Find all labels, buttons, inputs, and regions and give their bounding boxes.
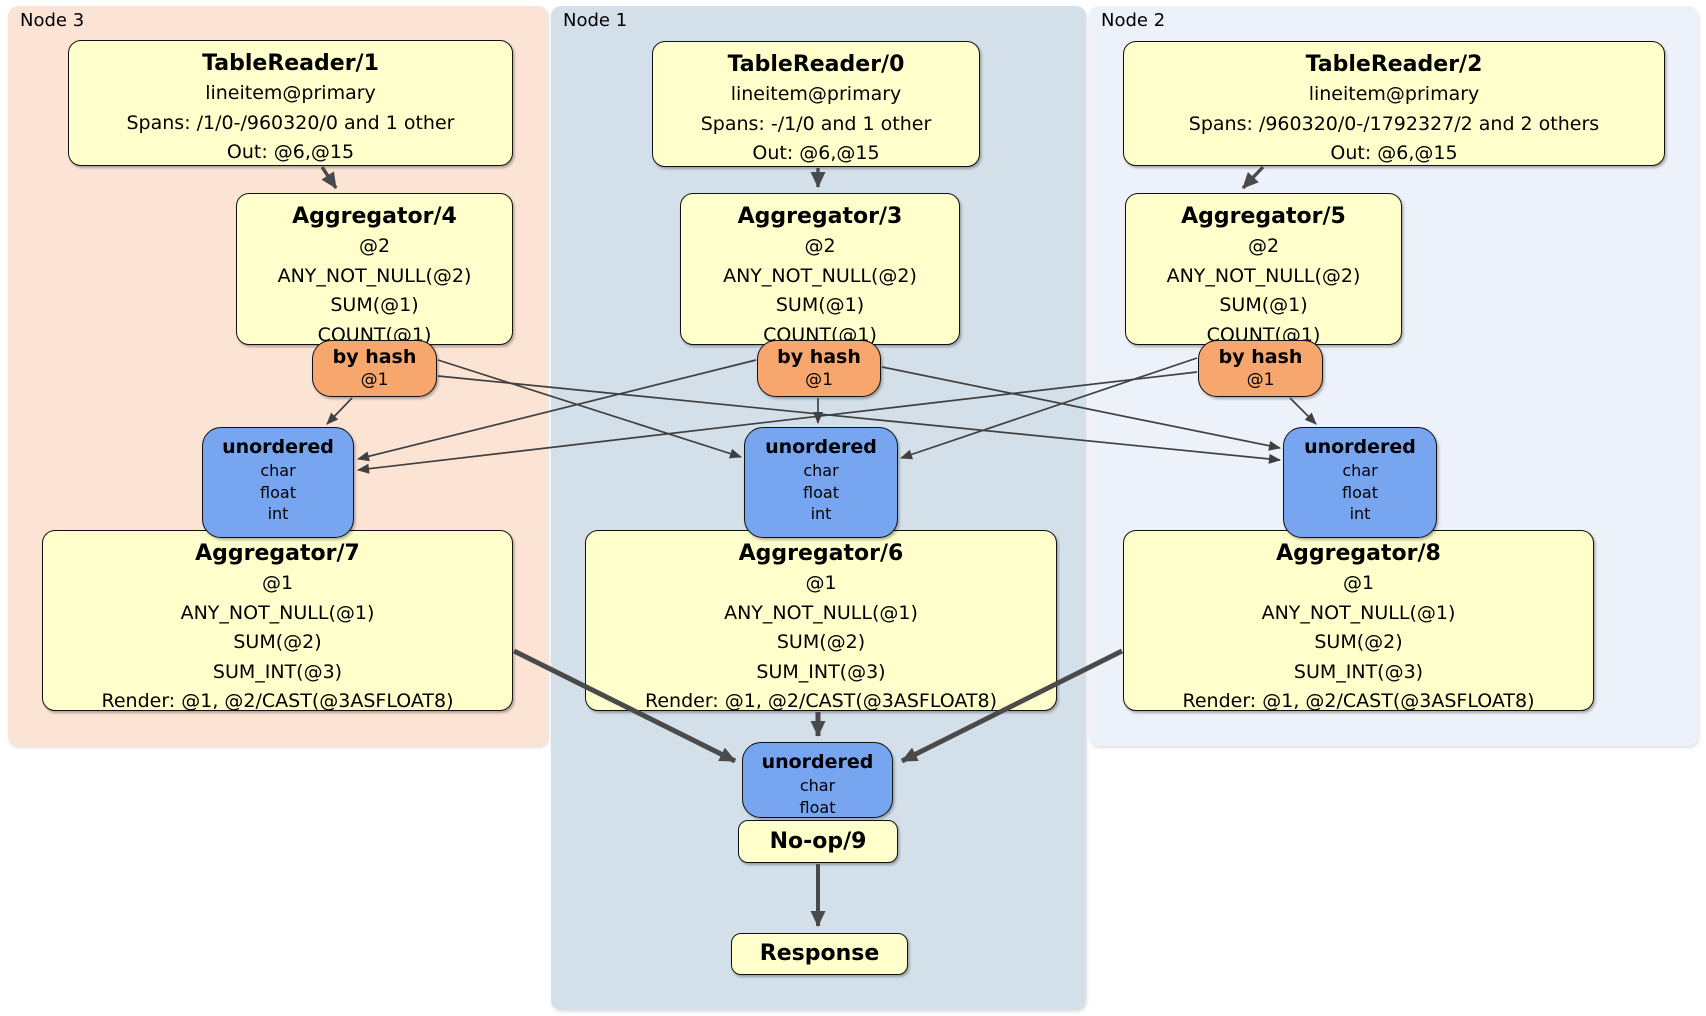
tablereader-1-spans: Spans: /1/0-/960320/0 and 1 other — [126, 111, 455, 134]
sync-col-float: float — [1342, 482, 1378, 502]
sync-col-int: int — [810, 504, 832, 523]
aggregator-8-fn3: SUM_INT(@3) — [1293, 660, 1424, 683]
response-title: Response — [759, 941, 880, 966]
unordered-sync-final: unordered char float — [742, 742, 893, 818]
noop-box: No-op/9 — [738, 820, 898, 863]
tablereader-2-title: TableReader/2 — [1305, 52, 1483, 77]
tablereader-2-index: lineitem@primary — [1308, 83, 1480, 105]
sync-col-char: char — [1342, 461, 1378, 480]
aggregator-8-title: Aggregator/8 — [1276, 541, 1441, 566]
aggregator-3-group: @2 — [804, 235, 836, 257]
aggregator-8-fn1: ANY_NOT_NULL(@1) — [1261, 601, 1456, 624]
aggregator-3-box: Aggregator/3 @2 ANY_NOT_NULL(@2) SUM(@1)… — [680, 193, 960, 346]
aggregator-4-box: Aggregator/4 @2 ANY_NOT_NULL(@2) SUM(@1)… — [236, 193, 513, 346]
hash-router-node3: by hash @1 — [312, 340, 437, 397]
sync-col-float: float — [803, 482, 839, 502]
node3-label: Node 3 — [20, 10, 85, 31]
aggregator-6-fn3: SUM_INT(@3) — [756, 660, 886, 683]
aggregator-6-group: @1 — [805, 572, 837, 594]
tablereader-1-box: TableReader/1 lineitem@primary Spans: /1… — [68, 40, 513, 166]
aggregator-7-group: @1 — [261, 572, 294, 594]
hash-router-node2-key: @1 — [1246, 370, 1275, 390]
tablereader-2-box: TableReader/2 lineitem@primary Spans: /9… — [1123, 41, 1665, 166]
aggregator-5-group: @2 — [1247, 235, 1280, 257]
hash-router-node1: by hash @1 — [757, 340, 881, 397]
aggregator-4-group: @2 — [358, 235, 391, 257]
tablereader-0-box: TableReader/0 lineitem@primary Spans: -/… — [652, 41, 980, 167]
aggregator-7-fn1: ANY_NOT_NULL(@1) — [180, 601, 375, 624]
aggregator-6-box: Aggregator/6 @1 ANY_NOT_NULL(@1) SUM(@2)… — [585, 530, 1057, 712]
node2-label: Node 2 — [1101, 10, 1166, 31]
aggregator-5-title: Aggregator/5 — [1181, 204, 1346, 229]
aggregator-4-title: Aggregator/4 — [292, 204, 457, 229]
aggregator-7-title: Aggregator/7 — [195, 541, 360, 566]
aggregator-3-fn2: SUM(@1) — [775, 294, 865, 316]
aggregator-6-fn1: ANY_NOT_NULL(@1) — [724, 601, 918, 624]
aggregator-5-fn1: ANY_NOT_NULL(@2) — [1166, 264, 1361, 287]
hash-router-node1-key: @1 — [805, 370, 833, 390]
tablereader-0-title: TableReader/0 — [727, 52, 905, 77]
sync-col-char: char — [803, 461, 839, 480]
unordered-sync-node3-label: unordered — [222, 436, 334, 458]
aggregator-4-fn2: SUM(@1) — [330, 294, 419, 316]
tablereader-1-index: lineitem@primary — [205, 82, 376, 104]
aggregator-5-box: Aggregator/5 @2 ANY_NOT_NULL(@2) SUM(@1)… — [1125, 193, 1402, 346]
aggregator-6-fn2: SUM(@2) — [776, 631, 866, 653]
noop-title: No-op/9 — [769, 828, 867, 854]
aggregator-7-fn2: SUM(@2) — [233, 631, 322, 653]
sync-col-char: char — [260, 461, 296, 480]
response-box: Response — [731, 933, 908, 975]
tablereader-2-out: Out: @6,@15 — [1330, 142, 1458, 164]
aggregator-8-render: Render: @1, @2/CAST(@3ASFLOAT8) — [1182, 690, 1535, 712]
unordered-sync-node3: unordered char float int — [202, 427, 354, 538]
aggregator-7-render: Render: @1, @2/CAST(@3ASFLOAT8) — [101, 690, 454, 712]
sync-col-float: float — [799, 797, 836, 817]
node1-label: Node 1 — [563, 10, 628, 31]
sync-col-char: char — [799, 776, 836, 795]
sync-col-int: int — [1349, 504, 1371, 523]
aggregator-8-fn2: SUM(@2) — [1314, 631, 1403, 653]
unordered-sync-node1: unordered char float int — [744, 427, 898, 538]
aggregator-4-fn1: ANY_NOT_NULL(@2) — [277, 264, 472, 287]
aggregator-7-fn3: SUM_INT(@3) — [212, 660, 343, 683]
aggregator-8-box: Aggregator/8 @1 ANY_NOT_NULL(@1) SUM(@2)… — [1123, 530, 1594, 712]
aggregator-6-title: Aggregator/6 — [738, 541, 904, 566]
tablereader-1-out: Out: @6,@15 — [226, 141, 355, 163]
tablereader-2-spans: Spans: /960320/0-/1792327/2 and 2 others — [1188, 112, 1600, 135]
aggregator-3-fn1: ANY_NOT_NULL(@2) — [723, 264, 917, 287]
sync-col-float: float — [260, 482, 296, 502]
aggregator-3-title: Aggregator/3 — [737, 204, 903, 229]
tablereader-1-title: TableReader/1 — [202, 51, 379, 76]
tablereader-0-out: Out: @6,@15 — [752, 142, 880, 164]
aggregator-5-fn2: SUM(@1) — [1219, 294, 1308, 316]
aggregator-6-render: Render: @1, @2/CAST(@3ASFLOAT8) — [645, 690, 997, 712]
hash-router-node1-label: by hash — [777, 346, 861, 368]
hash-router-node3-key: @1 — [360, 370, 389, 390]
tablereader-0-spans: Spans: -/1/0 and 1 other — [700, 112, 932, 135]
unordered-sync-node2-label: unordered — [1304, 436, 1416, 458]
hash-router-node3-label: by hash — [332, 346, 417, 368]
hash-router-node2: by hash @1 — [1198, 340, 1323, 397]
aggregator-7-box: Aggregator/7 @1 ANY_NOT_NULL(@1) SUM(@2)… — [42, 530, 513, 712]
unordered-sync-node2: unordered char float int — [1283, 427, 1437, 538]
hash-router-node2-label: by hash — [1218, 346, 1303, 368]
sync-col-int: int — [267, 504, 289, 523]
unordered-sync-final-label: unordered — [761, 751, 874, 773]
unordered-sync-node1-label: unordered — [765, 436, 877, 458]
tablereader-0-index: lineitem@primary — [730, 83, 902, 105]
aggregator-8-group: @1 — [1342, 572, 1375, 594]
